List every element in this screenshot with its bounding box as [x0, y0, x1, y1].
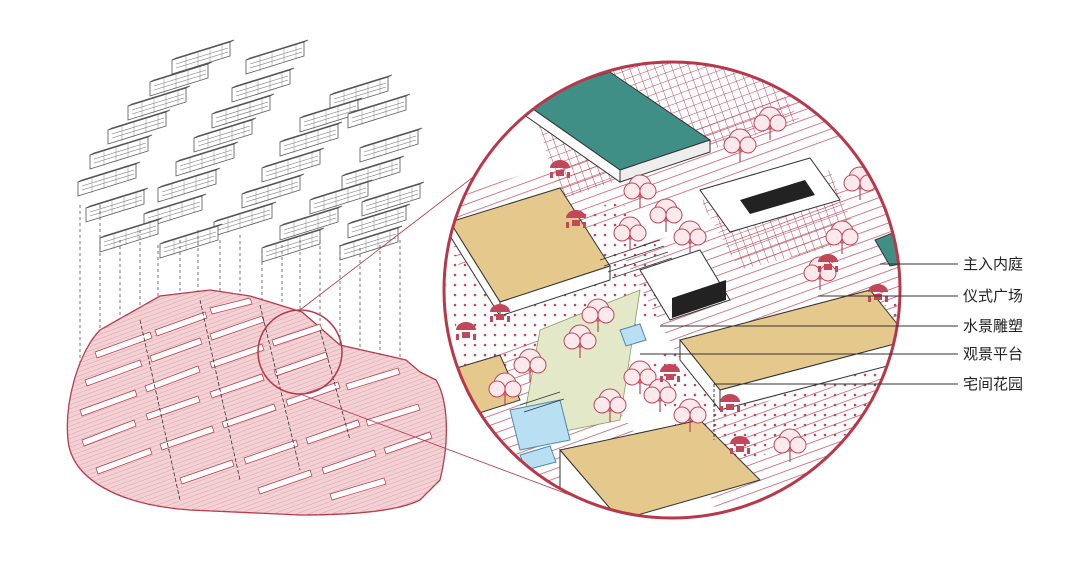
site-plan [66, 71, 611, 516]
label-main-courtyard: 主入内庭 [963, 255, 1024, 273]
label-garden: 宅间花园 [963, 375, 1024, 393]
label-water-sculpture: 水景雕塑 [963, 317, 1024, 335]
label-viewing-platform: 观景平台 [963, 345, 1024, 363]
floating-building-blocks [77, 39, 425, 263]
label-ceremony-plaza: 仪式广场 [963, 287, 1024, 305]
label-leader-lines [640, 263, 958, 440]
magnified-detail-circle [442, 60, 902, 520]
